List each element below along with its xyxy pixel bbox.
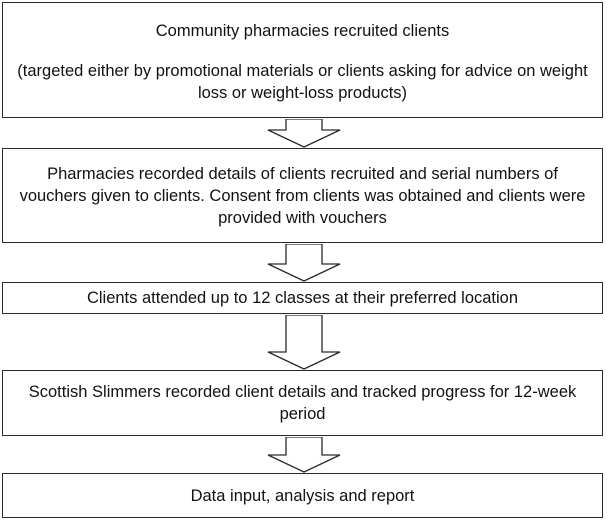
step-3-text: Clients attended up to 12 classes at the… <box>86 289 519 307</box>
down-arrow-icon <box>264 315 344 370</box>
down-arrow-icon <box>264 119 344 148</box>
down-arrow-icon <box>264 244 344 282</box>
step-4-text: Scottish Slimmers recorded client detail… <box>28 383 577 423</box>
flow-step-tracking: Scottish Slimmers recorded client detail… <box>2 370 603 436</box>
down-arrow-icon-shape <box>267 119 341 148</box>
down-arrow-icon <box>264 437 344 473</box>
flow-step-classes: Clients attended up to 12 classes at the… <box>2 282 603 314</box>
flow-step-recruitment: Community pharmacies recruited clients (… <box>2 2 603 118</box>
down-arrow-icon-shape <box>267 437 341 473</box>
step-1-detail: (targeted either by promotional material… <box>17 62 588 102</box>
flow-step-recording-vouchers: Pharmacies recorded details of clients r… <box>2 148 603 243</box>
flow-step-data-analysis: Data input, analysis and report <box>2 473 603 518</box>
step-5-text: Data input, analysis and report <box>190 486 415 505</box>
step-1-text: Community pharmacies recruited clients <box>155 22 450 40</box>
step-2-text: Pharmacies recorded details of clients r… <box>19 164 586 227</box>
down-arrow-icon-shape <box>267 315 341 370</box>
down-arrow-icon-shape <box>267 244 341 282</box>
